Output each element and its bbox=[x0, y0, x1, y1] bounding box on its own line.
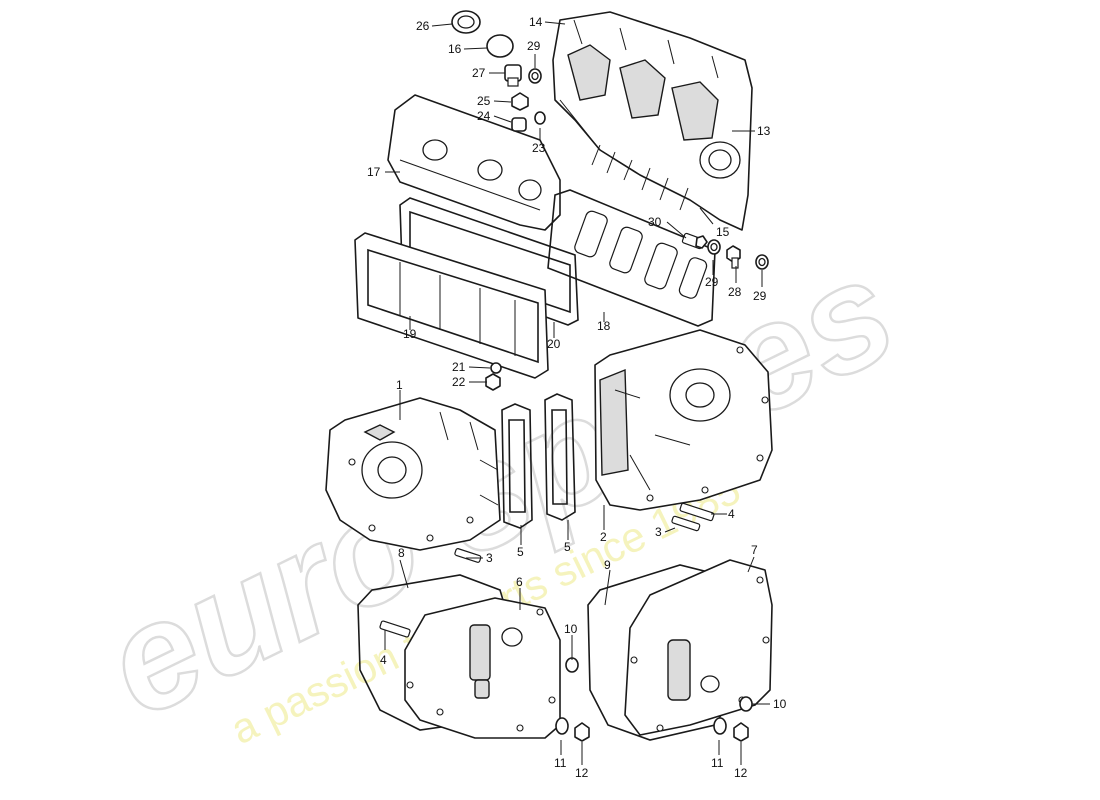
callout-labels: 26 16 27 29 25 24 23 14 13 17 15 30 29 2… bbox=[367, 15, 787, 780]
callout-29-top: 29 bbox=[527, 39, 541, 53]
callout-20: 20 bbox=[547, 337, 561, 351]
stud-3-left[interactable] bbox=[454, 548, 482, 563]
callout-4-right: 4 bbox=[728, 507, 735, 521]
callout-12-left: 12 bbox=[575, 766, 589, 780]
seal-26[interactable] bbox=[451, 10, 481, 34]
callout-14: 14 bbox=[529, 15, 543, 29]
callout-23: 23 bbox=[532, 141, 546, 155]
callout-22: 22 bbox=[452, 375, 466, 389]
callout-1: 1 bbox=[396, 378, 403, 392]
washer-11-left[interactable] bbox=[555, 717, 569, 735]
bolt-30[interactable] bbox=[681, 232, 708, 250]
spacer-24[interactable] bbox=[511, 117, 527, 132]
callout-26: 26 bbox=[416, 19, 430, 33]
callout-24: 24 bbox=[477, 109, 491, 123]
callout-10-left: 10 bbox=[564, 622, 578, 636]
washer-23[interactable] bbox=[534, 111, 546, 125]
callout-5-right: 5 bbox=[564, 540, 571, 554]
plug-10-left[interactable] bbox=[565, 657, 579, 673]
stud-4-left[interactable] bbox=[379, 620, 411, 638]
callout-12-right: 12 bbox=[734, 766, 748, 780]
callout-19: 19 bbox=[403, 327, 417, 341]
washer-11-right[interactable] bbox=[713, 717, 727, 735]
washer-29-left[interactable] bbox=[707, 239, 721, 255]
washer-21[interactable] bbox=[490, 362, 502, 374]
timing-cover-7[interactable] bbox=[624, 559, 773, 736]
timing-housing-1[interactable] bbox=[325, 397, 501, 551]
callout-7: 7 bbox=[751, 543, 758, 557]
callout-8: 8 bbox=[398, 546, 405, 560]
callout-5-left: 5 bbox=[517, 545, 524, 559]
callout-25: 25 bbox=[477, 94, 491, 108]
stud-4-right[interactable] bbox=[679, 502, 715, 522]
callout-28: 28 bbox=[728, 285, 742, 299]
fitting-27[interactable] bbox=[504, 64, 522, 87]
callout-11-right: 11 bbox=[711, 756, 724, 770]
callout-21: 21 bbox=[452, 360, 466, 374]
callout-27: 27 bbox=[472, 66, 486, 80]
callout-29-left: 29 bbox=[705, 275, 719, 289]
plug-16[interactable] bbox=[486, 34, 514, 58]
callout-9: 9 bbox=[604, 558, 611, 572]
callout-30: 30 bbox=[648, 215, 662, 229]
callout-leaders bbox=[384, 21, 770, 765]
timing-housing-2[interactable] bbox=[594, 329, 773, 511]
callout-11-left: 11 bbox=[554, 756, 567, 770]
nut-22[interactable] bbox=[485, 373, 501, 391]
washer-29-top[interactable] bbox=[528, 68, 542, 84]
nut-12-left[interactable] bbox=[574, 722, 590, 742]
stud-3-right[interactable] bbox=[671, 515, 701, 532]
gasket-18[interactable] bbox=[547, 189, 716, 327]
callout-6: 6 bbox=[516, 575, 523, 589]
plug-28[interactable] bbox=[726, 245, 741, 269]
callout-15: 15 bbox=[716, 225, 730, 239]
callout-10-right: 10 bbox=[773, 697, 787, 711]
callout-13: 13 bbox=[757, 124, 771, 138]
callout-3-right: 3 bbox=[655, 525, 662, 539]
washer-29-right[interactable] bbox=[755, 254, 769, 270]
callout-17: 17 bbox=[367, 165, 381, 179]
callout-4-left: 4 bbox=[380, 653, 387, 667]
valve-cover-17[interactable] bbox=[387, 94, 561, 231]
plug-10-right[interactable] bbox=[739, 696, 753, 712]
nut-12-right[interactable] bbox=[733, 722, 749, 742]
gasket-5-left[interactable] bbox=[501, 403, 533, 529]
callout-16: 16 bbox=[448, 42, 462, 56]
callout-3-left: 3 bbox=[486, 551, 493, 565]
gasket-5-right[interactable] bbox=[544, 393, 576, 521]
callout-29-right: 29 bbox=[753, 289, 767, 303]
callout-18: 18 bbox=[597, 319, 611, 333]
cylinder-head-13[interactable] bbox=[552, 11, 753, 231]
timing-cover-6[interactable] bbox=[404, 597, 561, 739]
plate-19[interactable] bbox=[354, 232, 549, 379]
nut-25[interactable] bbox=[511, 92, 529, 111]
callout-2: 2 bbox=[600, 530, 607, 544]
